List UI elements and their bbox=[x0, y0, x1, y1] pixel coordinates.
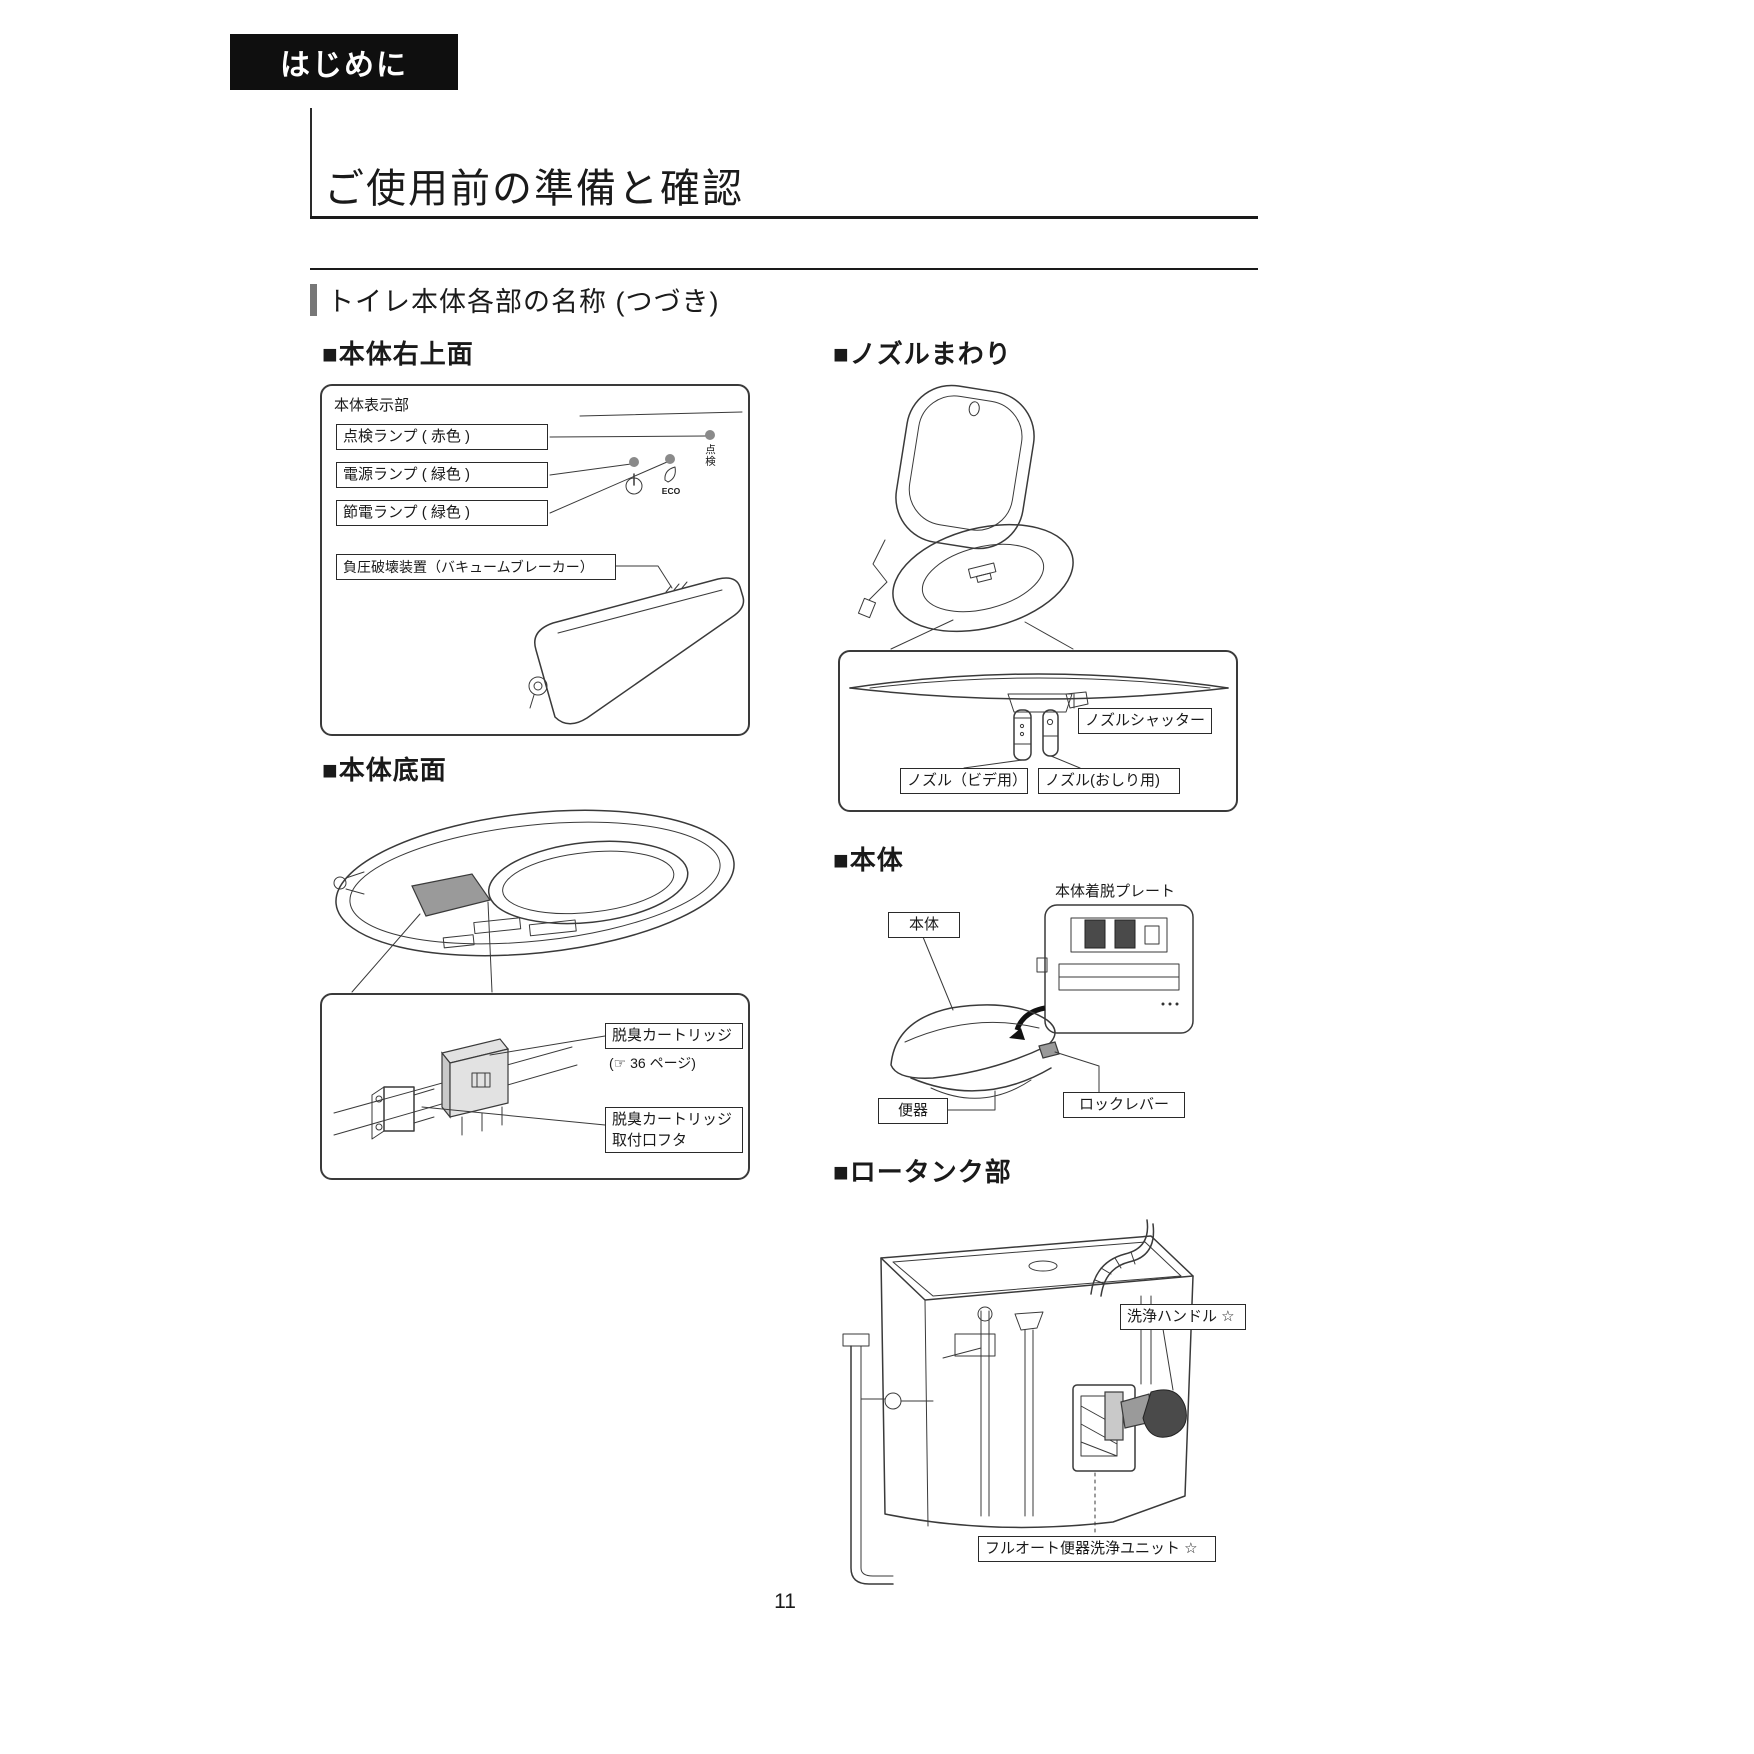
fig-tank-figure: 洗浄ハンドル ☆ フルオート便器洗浄ユニット ☆ bbox=[833, 1196, 1253, 1596]
page-number: 11 bbox=[774, 1590, 796, 1613]
nozzle-detail-drawing bbox=[849, 673, 1229, 769]
label-auto-flush-unit: フルオート便器洗浄ユニット ☆ bbox=[978, 1536, 1216, 1562]
label-cartridge: 脱臭カートリッジ bbox=[605, 1023, 743, 1049]
fig-bottom-figure: 脱臭カートリッジ (☞ 36 ページ) 脱臭カートリッジ 取付口フタ bbox=[320, 788, 750, 1180]
deodorizing-cartridge-drawing bbox=[440, 1038, 510, 1119]
body-side-drawing bbox=[890, 904, 1194, 1111]
fig-bottom-detail-panel: 脱臭カートリッジ (☞ 36 ページ) 脱臭カートリッジ 取付口フタ bbox=[320, 993, 750, 1180]
eco-lamp-icon bbox=[665, 454, 675, 464]
cartridge-lid-drawing bbox=[371, 1086, 435, 1140]
label-nozzle-rear: ノズル(おしり用) bbox=[1038, 768, 1180, 794]
title-left-rule bbox=[310, 108, 312, 216]
label-lock-lever: ロックレバー bbox=[1063, 1092, 1185, 1118]
label-bowl: 便器 bbox=[878, 1098, 948, 1124]
fig-nozzle-figure: ノズルシャッター ノズル（ビデ用） ノズル(おしり用) bbox=[833, 380, 1243, 816]
water-supply-pipe-drawing bbox=[842, 1333, 934, 1585]
fig-body-heading: ■本体 bbox=[833, 845, 904, 875]
flush-handle-drawing bbox=[1104, 1389, 1187, 1441]
fig-bottom-heading: ■本体底面 bbox=[322, 755, 447, 785]
nozzle-shutter-drawing bbox=[1065, 691, 1089, 709]
fig-top-drawing: ECO bbox=[528, 411, 745, 725]
mounting-plate-drawing bbox=[1036, 904, 1194, 1034]
display-area-label: 本体表示部 bbox=[334, 397, 410, 414]
label-cartridge-lid: 脱臭カートリッジ 取付口フタ bbox=[605, 1107, 743, 1153]
label-inspection-lamp: 点検ランプ ( 赤色 ) bbox=[336, 424, 548, 450]
section-top-rule bbox=[310, 268, 1258, 270]
fig-tank-heading: ■ロータンク部 bbox=[833, 1157, 1012, 1187]
page-title: ご使用前の準備と確認 bbox=[324, 167, 744, 211]
open-toilet-drawing bbox=[857, 384, 1074, 650]
label-power-lamp: 電源ランプ ( 緑色 ) bbox=[336, 462, 548, 488]
cartridge-detail-drawing bbox=[333, 1035, 606, 1140]
body-top-drawing bbox=[528, 577, 745, 725]
label-cartridge-lid-line2: 取付口フタ bbox=[612, 1132, 688, 1149]
eco-icon: ECO bbox=[662, 466, 681, 496]
cartridge-page-ref: (☞ 36 ページ) bbox=[609, 1055, 696, 1071]
title-underline bbox=[310, 216, 1258, 219]
power-icon bbox=[625, 473, 643, 495]
bidet-nozzle-drawing bbox=[1013, 709, 1032, 761]
fig-top-panel: ECO 本体表示部 点検ランプ ( 赤色 ) 電源ランプ ( 緑色 ) 節電ラン bbox=[320, 384, 750, 736]
fig-top-heading: ■本体右上面 bbox=[322, 339, 474, 369]
label-body: 本体 bbox=[888, 912, 960, 938]
label-cartridge-lid-line1: 脱臭カートリッジ bbox=[612, 1111, 733, 1128]
chapter-tag: はじめに bbox=[230, 34, 458, 90]
washlet-body-drawing bbox=[890, 1004, 1056, 1079]
body-underside-drawing bbox=[333, 809, 735, 993]
label-flush-handle: 洗浄ハンドル ☆ bbox=[1120, 1304, 1246, 1330]
supply-hose-drawing bbox=[1090, 1219, 1155, 1297]
fig-body-figure: 本体着脱プレート 本体 便器 ロックレバー bbox=[833, 880, 1243, 1150]
label-nozzle-shutter: ノズルシャッター bbox=[1078, 708, 1212, 734]
fig-nozzle-detail-panel: ノズルシャッター ノズル（ビデ用） ノズル(おしり用) bbox=[838, 650, 1238, 812]
chapter-tag-label: はじめに bbox=[280, 49, 408, 82]
power-cord-drawing bbox=[857, 539, 888, 619]
label-vacuum-breaker: 負圧破壊装置（バキュームブレーカー） bbox=[336, 554, 616, 580]
fig-nozzle-heading: ■ノズルまわり bbox=[833, 339, 1012, 369]
inspection-icon-label: 点検 bbox=[704, 444, 716, 467]
label-nozzle-bidet: ノズル（ビデ用） bbox=[900, 768, 1028, 794]
inspection-lamp-icon bbox=[705, 430, 715, 440]
toilet-bowl-drawing bbox=[910, 1067, 1052, 1099]
section-header: トイレ本体各部の名称 (つづき) bbox=[310, 280, 719, 319]
lock-lever-drawing bbox=[1038, 1041, 1060, 1059]
cartridge-lid-area bbox=[411, 873, 491, 917]
label-mounting-plate: 本体着脱プレート bbox=[1055, 883, 1176, 900]
rear-nozzle-drawing bbox=[1042, 709, 1059, 757]
power-lamp-icon bbox=[629, 457, 639, 467]
label-eco-lamp: 節電ランプ ( 緑色 ) bbox=[336, 500, 548, 526]
eco-icon-label: ECO bbox=[662, 486, 681, 496]
section-accent-bar bbox=[310, 283, 317, 316]
section-title: トイレ本体各部の名称 (つづき) bbox=[327, 287, 720, 317]
